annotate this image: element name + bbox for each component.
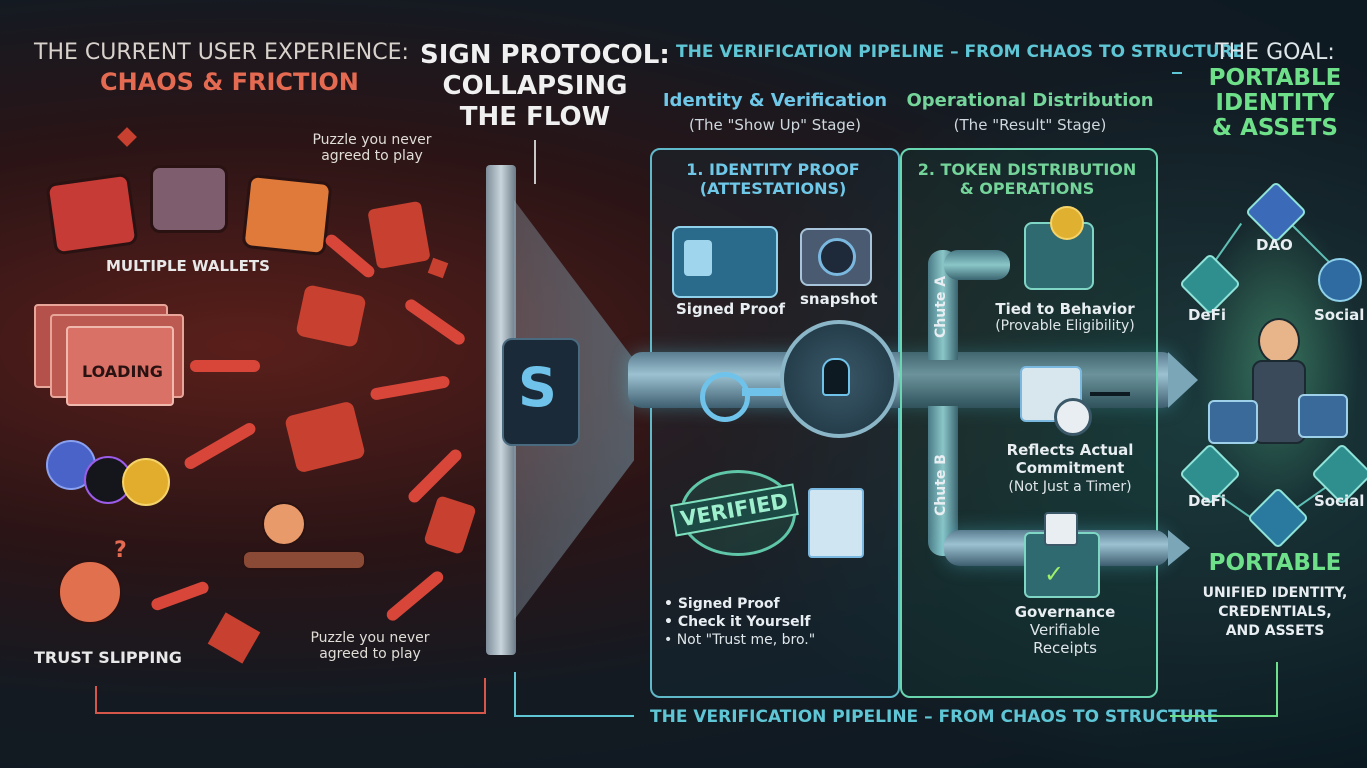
signed-proof-label: Signed Proof [676,300,786,318]
chute-b-label: Chute B [933,454,949,516]
identity-panel-title: 1. IDENTITY PROOF (ATTESTATIONS) [686,160,860,198]
defi-bottom-label: DeFi [1188,492,1227,510]
identity-bullet-1: • Signed Proof [664,596,780,612]
goal-title: PORTABLE IDENTITY & ASSETS [1208,65,1342,141]
chaos-arrow [402,297,468,347]
distribution-title: Operational Distribution [906,90,1154,111]
pipeline-bottom-label: THE VERIFICATION PIPELINE – FROM CHAOS T… [650,707,1219,727]
question-mark-icon: ? [114,538,127,563]
flow-line [1170,715,1278,717]
identity-stage: (The "Show Up" Stage) [688,116,862,134]
person-head [1258,318,1300,364]
center-title: SIGN PROTOCOL: COLLAPSING THE FLOW [420,40,670,132]
check-icon: ✓ [1044,560,1065,588]
left-heading: THE CURRENT USER EXPERIENCE: [34,40,409,65]
portable-description: UNIFIED IDENTITY, CREDENTIALS, AND ASSET… [1202,585,1348,639]
clock-icon [1054,398,1092,436]
shard-icon [207,612,261,664]
sign-logo-glyph: S [518,356,557,419]
shard-icon [117,127,137,147]
distribution-stage: (The "Result" Stage) [953,116,1107,134]
chute-b-arrow-icon [1168,530,1190,566]
chute-a-top [944,250,1010,280]
puzzle-caption-bottom: Puzzle you never agreed to play [310,630,430,662]
camera-lens [818,238,856,276]
chaos-arrow [384,568,446,624]
chaos-arrow [369,375,451,401]
flow-line [95,686,97,714]
tied-behavior-sub: (Provable Eligibility) [995,318,1135,334]
identity-bullet-3: • Not "Trust me, bro." [664,632,816,648]
sign-protocol-logo-icon [502,338,580,446]
governance-label: Governance [1014,603,1116,621]
binance-coin-icon [122,458,170,506]
broken-bridge-icon [242,550,366,570]
chaos-arrow [323,232,377,280]
id-photo [684,240,712,276]
down-arrow-icon [534,140,536,184]
pipeline-arrow-icon [1172,72,1182,74]
pipeline-top-label: THE VERIFICATION PIPELINE – FROM CHAOS T… [676,42,1245,62]
flow-line [484,678,486,714]
distribution-panel-title: 2. TOKEN DISTRIBUTION & OPERATIONS [917,160,1137,198]
snapshot-label: snapshot [800,290,878,308]
suitcase-icon [1298,394,1348,438]
trust-slipping-label: TRUST SLIPPING [34,648,182,667]
broken-wallet-icon [295,284,367,348]
reflects-commitment-sub: (Not Just a Timer) [1008,479,1132,495]
document-icon [808,488,864,558]
sad-character-icon [58,560,122,624]
key-shaft [742,388,782,396]
reflects-commitment-label: Reflects Actual Commitment [1006,441,1134,477]
shard-icon [427,257,449,279]
identity-bullet-2: • Check it Yourself [664,614,811,630]
pipe-arrow-icon [1168,352,1198,408]
social-top-label: Social [1314,306,1365,324]
chaos-arrow [190,360,260,372]
wallet-icon [241,173,333,257]
coin-icon [1050,206,1084,240]
dao-label: DAO [1256,236,1293,254]
wallet-icon [150,165,228,233]
flow-line [514,672,516,716]
chute-a-label: Chute A [933,275,949,338]
chaos-arrow [182,420,258,472]
loading-label: LOADING [82,362,163,381]
governance-sub-1: Verifiable [1029,621,1101,639]
identity-title: Identity & Verification [662,90,888,111]
social-bottom-label: Social [1314,492,1365,510]
broken-wallet-icon [284,400,366,474]
loading-window [66,326,174,406]
wallet-coins-icon [1024,222,1094,290]
calendar-arrow-icon [1090,392,1130,396]
person-body [1252,360,1306,444]
chaos-arrow [149,580,211,612]
ballot-icon [1044,512,1078,546]
tied-behavior-label: Tied to Behavior [995,300,1135,318]
puzzle-caption-top: Puzzle you never agreed to play [312,132,432,164]
portable-title: PORTABLE [1208,550,1342,576]
key-icon [700,372,750,422]
confused-character-icon [262,502,306,546]
flow-line [95,712,485,714]
flow-line [1276,662,1278,717]
broken-wallet-icon [367,200,431,270]
keyhole-icon [822,358,850,396]
goal-heading: THE GOAL: [1215,40,1335,65]
defi-top-label: DeFi [1188,306,1227,324]
suitcase-icon [1208,400,1258,444]
social-node-icon [1318,258,1362,302]
left-subheading: CHAOS & FRICTION [100,68,359,96]
broken-wallet-icon [423,495,477,555]
chaos-arrow [406,447,464,505]
flow-line [514,715,634,717]
wallet-icon [45,172,139,256]
governance-sub-2: Receipts [1033,639,1097,657]
multiple-wallets-label: MULTIPLE WALLETS [106,257,270,275]
